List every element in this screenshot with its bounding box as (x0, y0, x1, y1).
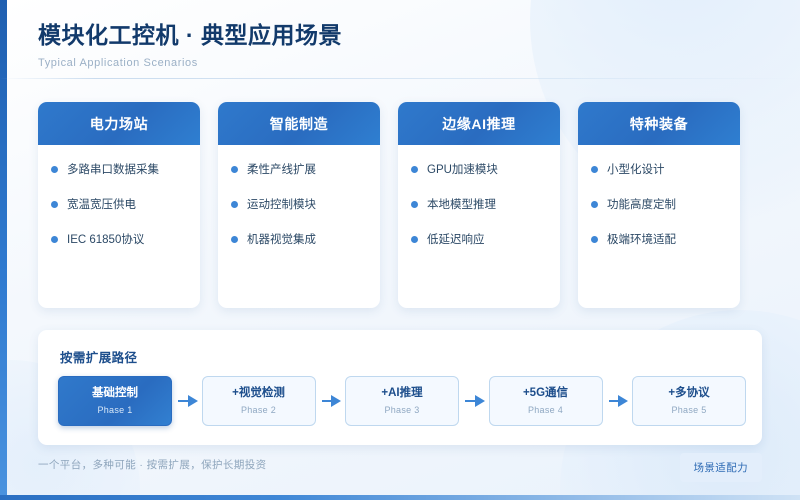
header-divider (0, 78, 800, 79)
list-item-label: IEC 61850协议 (67, 234, 145, 246)
list-item-label: 低延迟响应 (427, 234, 485, 246)
scenario-card[interactable]: 边缘AI推理 GPU加速模块 本地模型推理 低延迟响应 (398, 102, 560, 308)
list-item-label: 本地模型推理 (427, 199, 496, 211)
step-phase: Phase 4 (527, 405, 564, 416)
arrow-right-icon (176, 395, 198, 407)
card-body: 多路串口数据采集 宽温宽压供电 IEC 61850协议 (38, 145, 200, 308)
arrow-right-icon (463, 395, 485, 407)
scenario-card[interactable]: 电力场站 多路串口数据采集 宽温宽压供电 IEC 61850协议 (38, 102, 200, 308)
step-label: 基础控制 (92, 386, 138, 399)
bullet-dot-icon (591, 165, 598, 173)
bullet-dot-icon (231, 165, 238, 173)
header: 模块化工控机 · 典型应用场景 Typical Application Scen… (38, 22, 342, 69)
list-item: 机器视觉集成 (231, 231, 367, 247)
path-step-5[interactable]: +多协议 Phase 5 (632, 376, 746, 426)
list-item: 低延迟响应 (411, 231, 547, 247)
path-steps: 基础控制 Phase 1 +视觉检测 Phase 2 +AI推理 Phase 3 (58, 376, 746, 426)
path-title: 按需扩展路径 (60, 351, 138, 365)
list-item-label: GPU加速模块 (427, 164, 498, 176)
step-phase: Phase 5 (671, 405, 707, 416)
footer-note: 一个平台，多种可能 · 按需扩展，保护长期投资 (38, 459, 267, 471)
step-phase: Phase 2 (240, 405, 277, 416)
card-body: 小型化设计 功能高度定制 极端环境适配 (578, 145, 740, 308)
step-label: +多协议 (668, 386, 710, 399)
path-step-3[interactable]: +AI推理 Phase 3 (345, 376, 459, 426)
card-title: 特种装备 (578, 102, 740, 145)
step-phase: Phase 1 (97, 405, 133, 416)
expansion-path-panel: 按需扩展路径 基础控制 Phase 1 +视觉检测 Phase 2 +AI推理 … (38, 330, 762, 445)
list-item: 宽温宽压供电 (51, 196, 187, 212)
list-item: 柔性产线扩展 (231, 161, 367, 177)
list-item: 本地模型推理 (411, 196, 547, 212)
list-item-label: 极端环境适配 (607, 234, 676, 246)
list-item-label: 小型化设计 (607, 164, 665, 176)
bullet-dot-icon (411, 200, 418, 208)
arrow-right-icon (320, 395, 341, 407)
list-item: IEC 61850协议 (51, 231, 187, 247)
list-item: 多路串口数据采集 (51, 161, 187, 177)
left-accent-bar (0, 0, 7, 500)
path-step-2[interactable]: +视觉检测 Phase 2 (201, 376, 316, 426)
bullet-dot-icon (591, 200, 598, 208)
step-label: +5G通信 (522, 386, 569, 399)
list-item-label: 功能高度定制 (607, 199, 676, 211)
bullet-dot-icon (51, 165, 58, 173)
list-item-label: 柔性产线扩展 (247, 164, 316, 176)
page-subtitle: Typical Application Scenarios (38, 56, 198, 69)
list-item-label: 运动控制模块 (247, 199, 316, 211)
list-item-label: 机器视觉集成 (247, 234, 316, 246)
bottom-accent-line (0, 495, 800, 500)
card-title: 智能制造 (218, 102, 380, 145)
card-title: 电力场站 (38, 102, 200, 145)
step-label: +视觉检测 (232, 386, 285, 399)
arrow-right-icon (607, 395, 628, 407)
bullet-dot-icon (51, 200, 58, 208)
list-item: GPU加速模块 (411, 161, 547, 177)
bullet-dot-icon (591, 235, 598, 243)
list-item: 运动控制模块 (231, 196, 367, 212)
bullet-dot-icon (231, 200, 238, 208)
list-item-label: 宽温宽压供电 (67, 199, 136, 211)
bullet-dot-icon (411, 235, 418, 243)
page-title: 模块化工控机 · 典型应用场景 (38, 22, 342, 48)
bullet-dot-icon (231, 235, 238, 243)
bullet-dot-icon (411, 165, 418, 173)
status-badge: 场景适配力 (679, 453, 762, 482)
card-title: 边缘AI推理 (398, 102, 560, 145)
step-label: +AI推理 (381, 386, 423, 399)
scenario-card[interactable]: 特种装备 小型化设计 功能高度定制 极端环境适配 (578, 102, 740, 308)
scenario-card[interactable]: 智能制造 柔性产线扩展 运动控制模块 机器视觉集成 (218, 102, 380, 308)
path-step-4[interactable]: +5G通信 Phase 4 (488, 376, 603, 426)
list-item: 功能高度定制 (591, 196, 727, 212)
scenario-card-list: 电力场站 多路串口数据采集 宽温宽压供电 IEC 61850协议 智能制造 (38, 102, 762, 308)
card-body: GPU加速模块 本地模型推理 低延迟响应 (398, 145, 560, 308)
step-phase: Phase 3 (384, 405, 420, 416)
list-item-label: 多路串口数据采集 (67, 164, 159, 176)
card-body: 柔性产线扩展 运动控制模块 机器视觉集成 (218, 145, 380, 308)
list-item: 小型化设计 (591, 161, 727, 177)
bullet-dot-icon (51, 235, 58, 243)
list-item: 极端环境适配 (591, 231, 727, 247)
path-step-1[interactable]: 基础控制 Phase 1 (58, 376, 172, 426)
